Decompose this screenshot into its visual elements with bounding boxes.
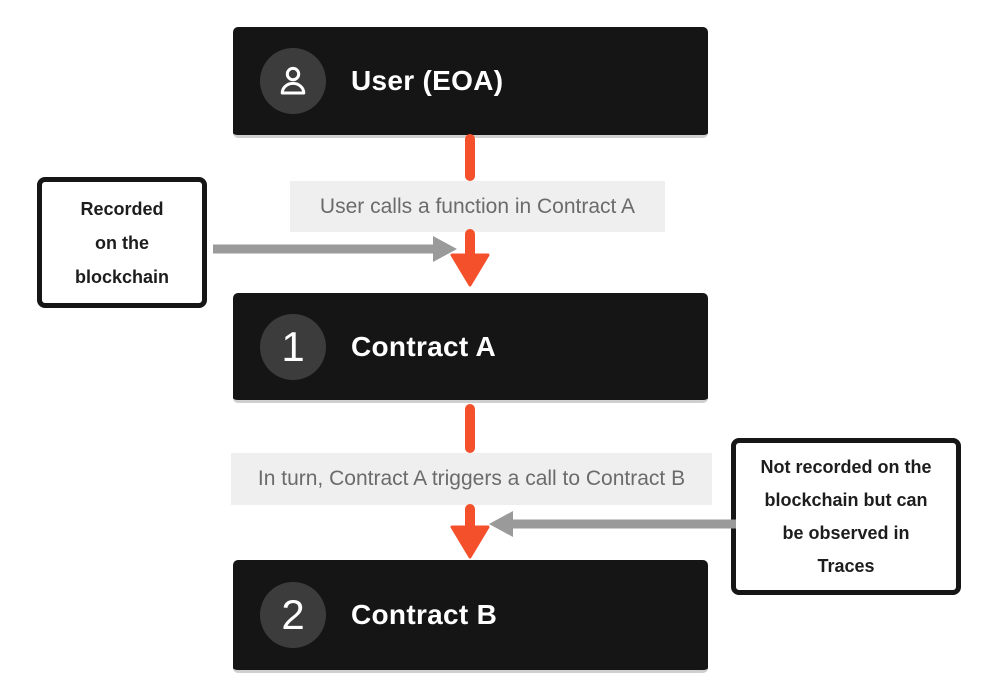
note-line: blockchain but can	[764, 489, 928, 510]
node-contract-a-title: Contract A	[351, 330, 497, 362]
note-line: Traces	[817, 555, 875, 576]
note-line: be observed in	[782, 522, 910, 543]
flow-caption-user-to-a: User calls a function in Contract A	[290, 181, 665, 232]
note-not-recorded-traces: Not recorded on the blockchain but can b…	[731, 438, 961, 595]
node-contract-a: 1 Contract A	[233, 293, 708, 403]
arrow-recorded-note-pointer	[213, 236, 457, 262]
flow-caption-a-to-b: In turn, Contract A triggers a call to C…	[231, 453, 712, 505]
note-line: blockchain	[74, 266, 170, 287]
contract-b-number-badge: 2	[260, 582, 326, 648]
note-recorded-on-blockchain: Recorded on the blockchain	[37, 177, 207, 308]
node-user-eoa: User (EOA)	[233, 27, 708, 138]
note-line: on the	[95, 232, 149, 253]
note-line: Recorded	[80, 198, 164, 219]
person-icon	[274, 62, 312, 100]
node-contract-b: 2 Contract B	[233, 560, 708, 673]
contract-a-number-badge: 1	[260, 313, 326, 380]
node-contract-b-title: Contract B	[351, 599, 498, 630]
note-line: Not recorded on the	[760, 456, 932, 477]
user-avatar	[260, 48, 326, 114]
arrow-traces-note-pointer	[489, 511, 736, 537]
node-user-title: User (EOA)	[351, 65, 504, 96]
